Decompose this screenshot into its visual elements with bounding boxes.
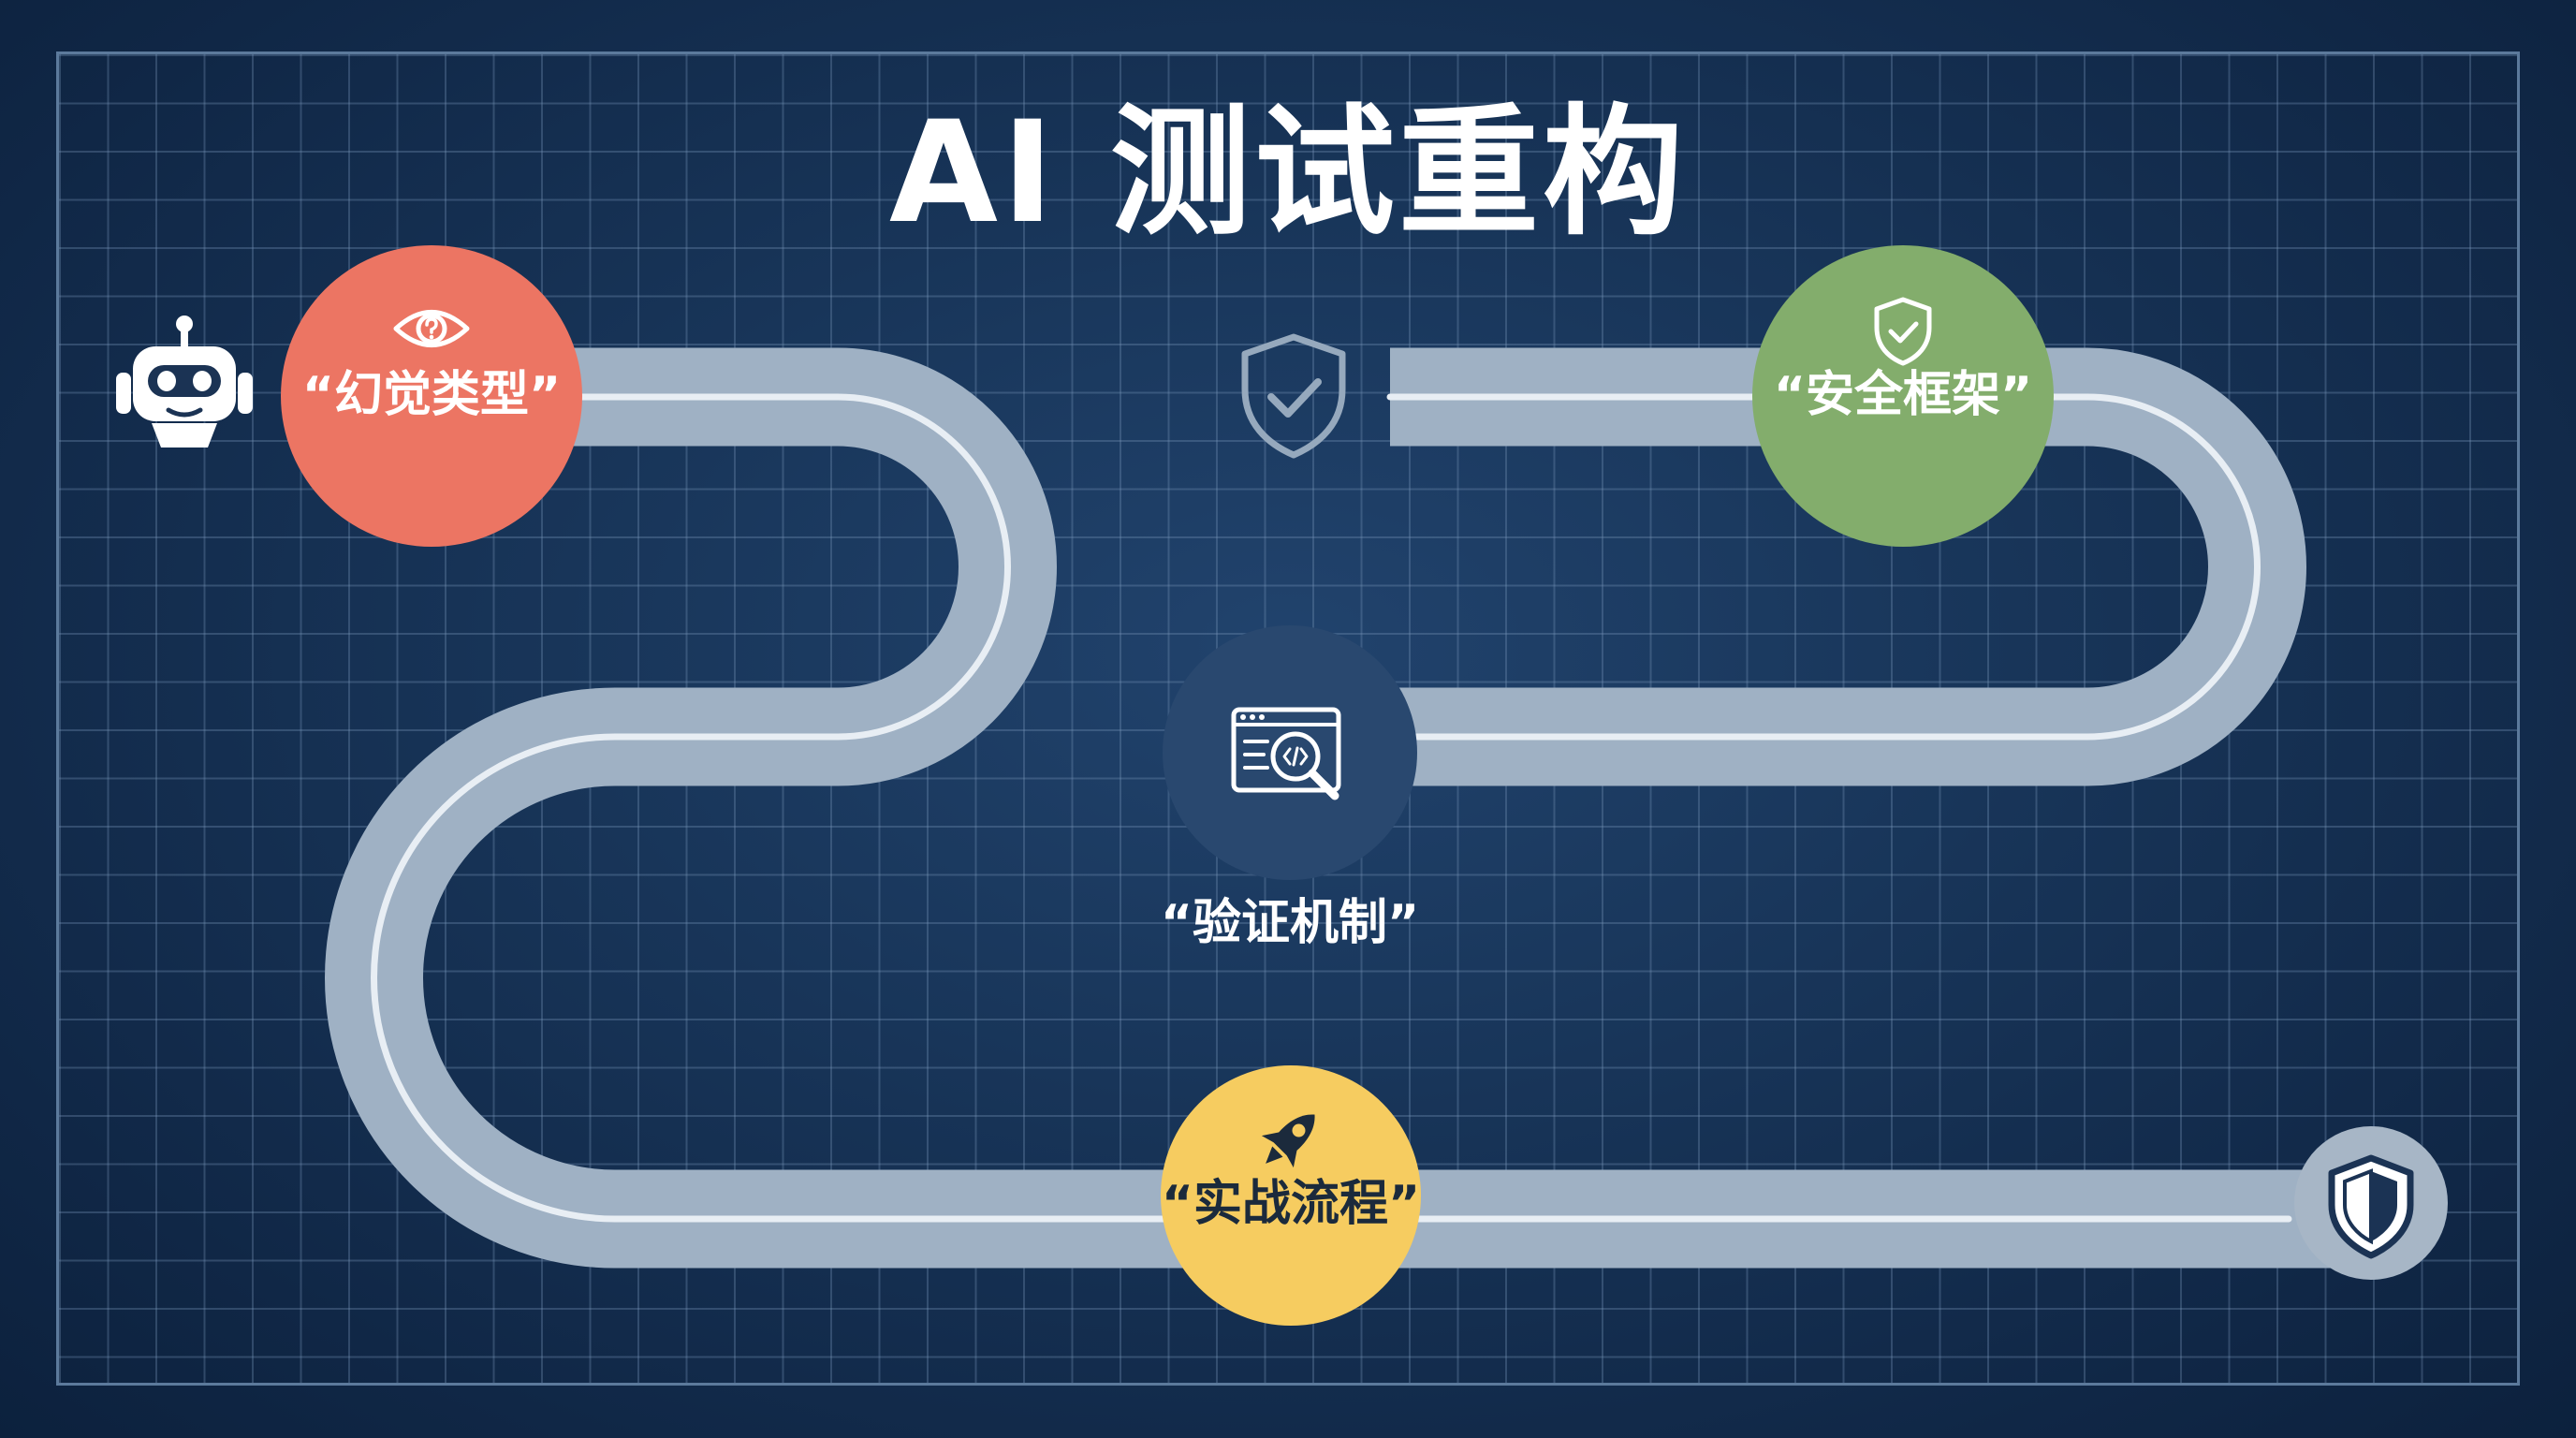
stage-security[interactable]: “安全框架” — [1752, 245, 2054, 547]
stage-practice-label: “实战流程” — [1161, 1176, 1421, 1232]
road-lane-upper-left — [371, 393, 2292, 1223]
stage-hallucination[interactable]: “幻觉类型” — [281, 245, 582, 547]
eye-question-icon — [393, 310, 470, 347]
road-lane-upper-right — [1363, 393, 2261, 741]
shield-check-icon — [1874, 297, 1932, 366]
stage-hallucination-label: “幻觉类型” — [301, 367, 562, 423]
shield-icon — [2328, 1154, 2414, 1259]
page-title: AI 测试重构 — [888, 92, 1688, 255]
shield-check-icon — [1241, 333, 1346, 459]
stage-practice[interactable]: “实战流程” — [1161, 1065, 1421, 1326]
robot-icon — [116, 315, 253, 448]
rocket-icon — [1261, 1114, 1315, 1168]
stage-verification[interactable] — [1163, 625, 1417, 880]
stage-verification-label: “验证机制” — [1160, 895, 1420, 951]
stage-security-label: “安全框架” — [1773, 367, 2033, 423]
code-search-icon — [1231, 707, 1341, 800]
